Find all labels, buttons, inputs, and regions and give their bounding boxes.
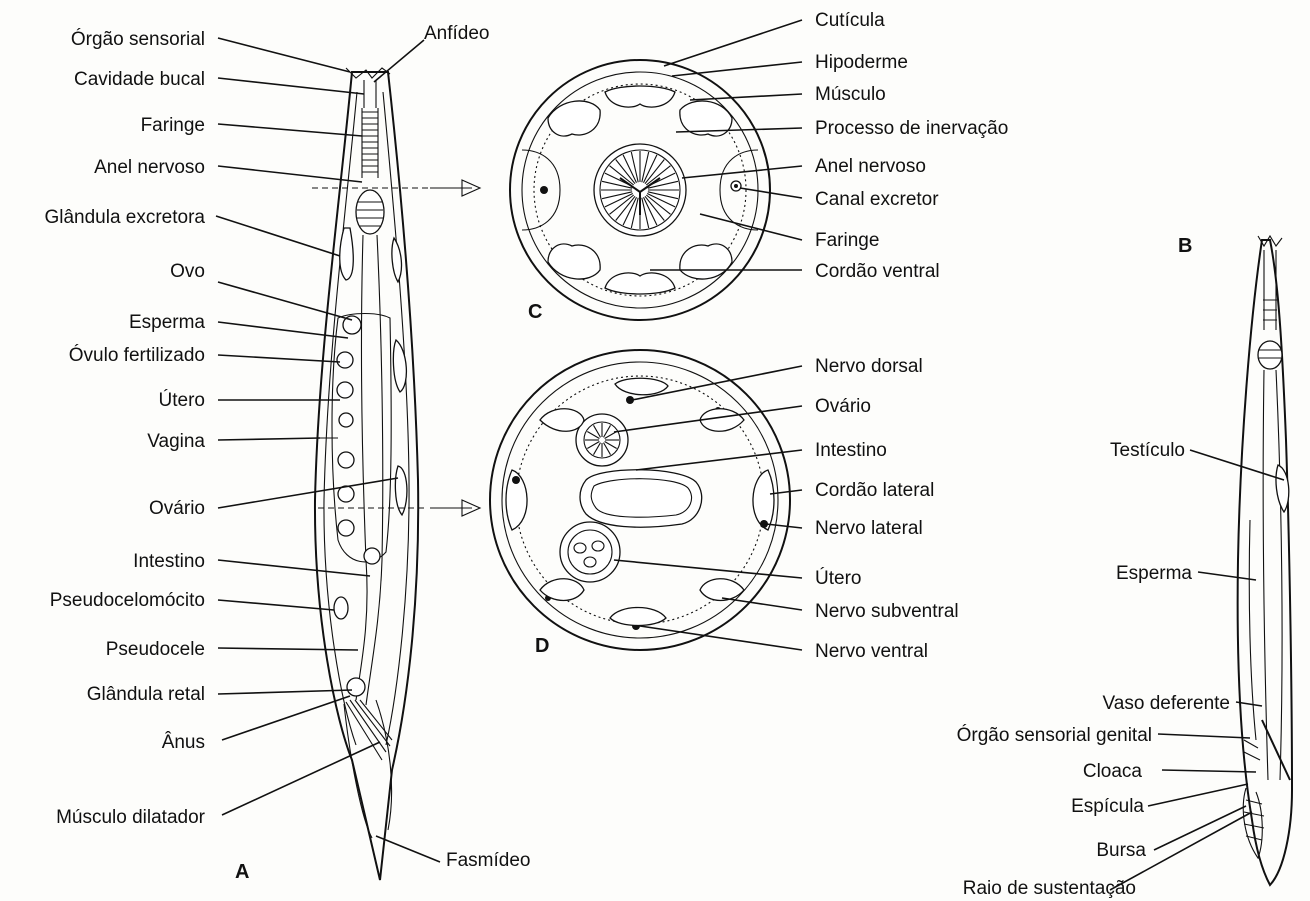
figure-letter-a: A: [235, 861, 249, 883]
label-nervo-lateral: Nervo lateral: [815, 518, 923, 539]
label-hipoderme: Hipoderme: [815, 52, 908, 73]
label-ovario-d: Ovário: [815, 396, 871, 417]
label-ovo: Ovo: [170, 261, 205, 282]
male-body-figure-b: [1238, 236, 1292, 885]
label-anus: Ânus: [162, 731, 205, 753]
label-vagina: Vagina: [147, 431, 205, 452]
section-arrows: [430, 180, 480, 516]
female-body-figure-a: [312, 68, 428, 880]
label-testiculo: Testículo: [1110, 440, 1185, 461]
label-nervo-dorsal: Nervo dorsal: [815, 356, 923, 377]
labels-figure-a: Órgão sensorial Cavidade bucal Faringe A…: [44, 23, 530, 883]
label-pseudocele: Pseudocele: [106, 639, 205, 660]
cross-section-c: [510, 60, 770, 320]
label-raio-de-sustentacao: Raio de sustentação: [963, 878, 1136, 899]
label-faringe-c: Faringe: [815, 230, 879, 251]
label-processo-de-inervacao: Processo de inervação: [815, 118, 1008, 139]
label-utero-d: Útero: [815, 567, 861, 589]
cross-section-d: [490, 350, 790, 650]
label-bursa: Bursa: [1096, 840, 1146, 861]
label-vaso-deferente: Vaso deferente: [1103, 693, 1230, 714]
label-anel-nervoso-a: Anel nervoso: [94, 157, 205, 178]
label-glandula-retal: Glândula retal: [87, 684, 205, 705]
labels-figure-b: B Testículo Esperma Vaso deferente Órgão…: [957, 235, 1230, 899]
label-cavidade-bucal: Cavidade bucal: [74, 69, 205, 90]
label-esperma-b: Esperma: [1116, 563, 1192, 584]
figure-letter-d: D: [535, 635, 549, 657]
label-fasmideo: Fasmídeo: [446, 850, 530, 871]
label-cloaca: Cloaca: [1083, 761, 1143, 782]
label-anfideo: Anfídeo: [424, 23, 490, 44]
label-pseudocelomocito: Pseudocelomócito: [50, 590, 205, 611]
label-esperma-a: Esperma: [129, 312, 205, 333]
label-nervo-ventral: Nervo ventral: [815, 641, 928, 662]
label-canal-excretor: Canal excretor: [815, 189, 939, 210]
label-intestino-a: Intestino: [133, 551, 205, 572]
label-intestino-d: Intestino: [815, 440, 887, 461]
label-musculo-dilatador: Músculo dilatador: [56, 807, 206, 828]
label-faringe-a: Faringe: [141, 115, 205, 136]
label-cordao-ventral: Cordão ventral: [815, 261, 940, 282]
label-glandula-excretora: Glândula excretora: [44, 207, 205, 228]
label-cuticula: Cutícula: [815, 10, 885, 31]
label-musculo: Músculo: [815, 84, 886, 105]
label-ovario-a: Ovário: [149, 498, 205, 519]
label-cordao-lateral: Cordão lateral: [815, 480, 934, 501]
label-orgao-sensorial-genital: Órgão sensorial genital: [957, 724, 1152, 746]
label-orgao-sensorial: Órgão sensorial: [71, 28, 205, 50]
figure-letter-c: C: [528, 301, 542, 323]
label-especula: Espícula: [1071, 796, 1144, 817]
figure-letter-b: B: [1178, 235, 1192, 257]
label-nervo-subventral: Nervo subventral: [815, 601, 959, 622]
label-utero-a: Útero: [159, 389, 205, 411]
label-ovulo-fertilizado: Óvulo fertilizado: [69, 344, 205, 366]
label-anel-nervoso-c: Anel nervoso: [815, 156, 926, 177]
